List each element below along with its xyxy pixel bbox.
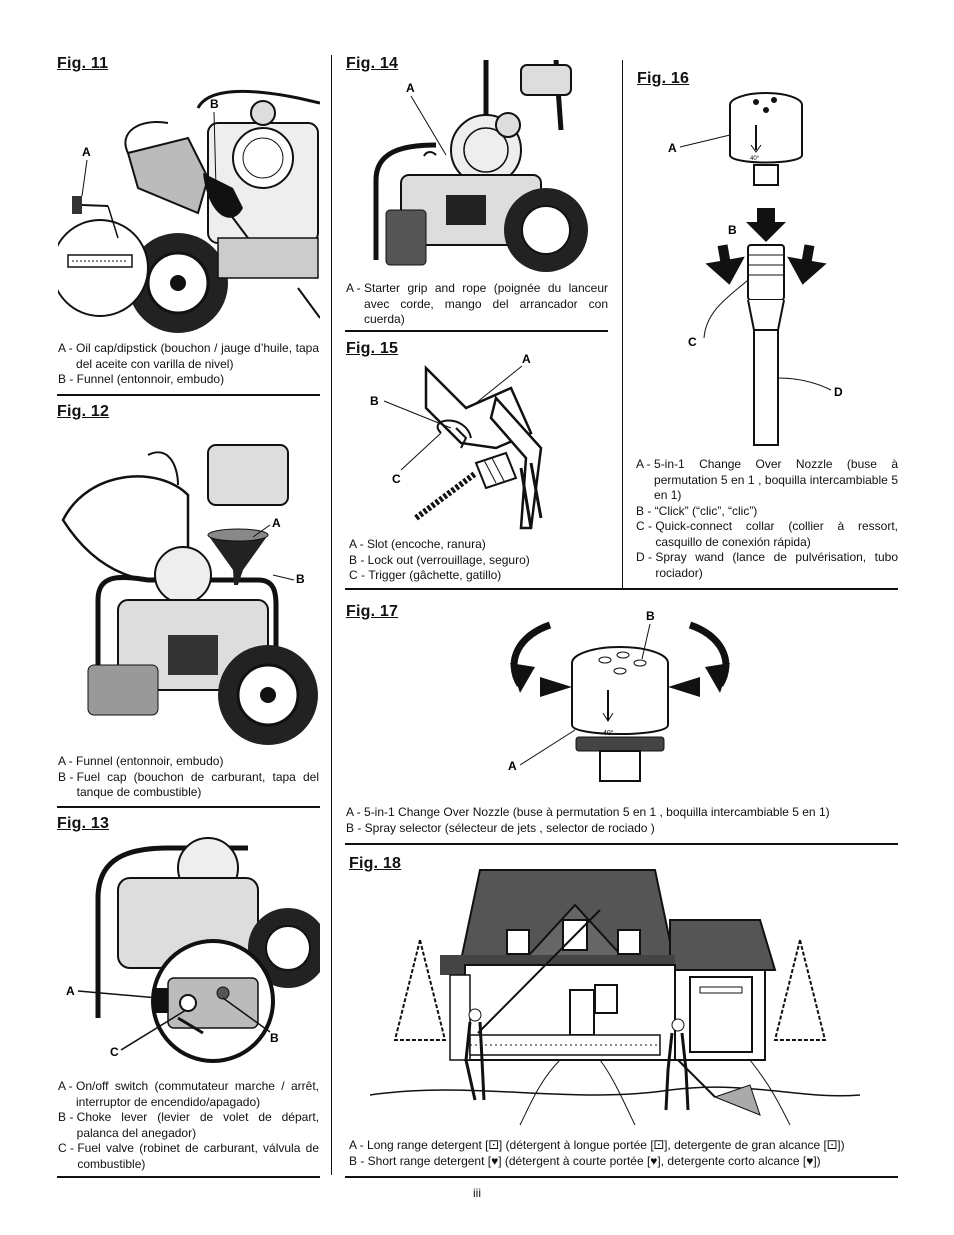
caption-item: A - Starter grip and rope (poignée du la… [346,281,608,326]
fig17-label-b: B [646,609,655,623]
caption-item: B - Lock out (verrouillage, seguro) [349,552,530,567]
divider [57,806,320,808]
divider [345,843,898,845]
fig18-illustration [370,869,860,1126]
caption-item: A - 5-in-1 Change Over Nozzle (buse à pe… [346,805,830,819]
fig11-label-a: A [82,145,91,159]
divider [57,1176,320,1178]
fig17-label-a: A [508,759,517,773]
caption-item: B - Fuel cap (bouchon de carburant, tapa… [58,769,319,800]
fig17-nozzle-mark: 40° [603,729,614,737]
fig16-nozzle-mark: 40° [750,156,760,162]
fig12-illustration: A B [61,444,318,745]
fig17-title: Fig. 17 [346,603,399,620]
caption-item: B - Choke lever (levier de volet de dépa… [58,1110,319,1140]
divider [345,588,898,590]
caption-item: A - Slot (encoche, ranura) [349,537,486,551]
fig16-caption: A - 5-in-1 Change Over Nozzle (buse à pe… [636,457,898,581]
caption-item: B - “Click” (“clic”, “clic”) [636,503,758,518]
fig16-label-a: A [668,141,677,155]
fig15-label-b: B [370,394,379,408]
fig11-illustration: A B [58,90,320,333]
fig16-label-d: D [834,385,843,399]
caption-item: A - Long range detergent [⚀] (détergent … [349,1138,845,1152]
divider [57,394,320,396]
fig11-caption: A - Oil cap/dipstick (bouchon / jauge d’… [58,341,319,388]
fig15-title: Fig. 15 [346,340,399,357]
fig13-label-c: C [110,1045,119,1059]
fig13-label-a: A [66,984,75,998]
fig16-label-c: C [688,335,697,349]
fig11-label-b: B [210,97,219,111]
page-number: iii [473,1186,481,1200]
caption-item: C - Trigger (gâchette, gatillo) [349,568,502,582]
fig14-label-a: A [406,81,415,95]
divider [345,1176,898,1178]
caption-item: A - 5-in-1 Change Over Nozzle (buse à pe… [636,457,898,502]
fig14-illustration: A [373,60,588,272]
fig11-title: Fig. 11 [57,55,109,72]
fig12-label-a: A [272,516,281,530]
fig12-caption: A - Funnel (entonnoir, embudo) B - Fuel … [58,754,319,801]
fig12-title: Fig. 12 [57,403,110,420]
fig13-illustration: A B C [66,837,320,1063]
caption-item: C - Quick-connect collar (collier à ress… [636,519,898,549]
fig14-caption: A - Starter grip and rope (poignée du la… [346,281,608,328]
column-divider [622,60,623,588]
fig16-illustration: 40° A B C D [668,92,843,446]
fig13-title: Fig. 13 [57,815,110,832]
column-divider [331,55,332,1175]
fig15-illustration: A B C [370,352,543,530]
caption-item: B - Spray selector (sélecteur de jets , … [346,820,655,835]
fig13-label-b: B [270,1031,279,1045]
fig12-label-b: B [296,572,305,586]
fig17-illustration: 40° B A [508,609,730,782]
caption-item: A - Oil cap/dipstick (bouchon / jauge d’… [58,341,319,371]
caption-item: A - On/off switch (commutateur marche / … [58,1079,319,1109]
fig15-label-a: A [522,352,531,366]
fig14-title: Fig. 14 [346,55,399,72]
divider [345,330,608,332]
fig18-title: Fig. 18 [349,855,402,872]
fig18-caption: A - Long range detergent [⚀] (détergent … [349,1138,898,1169]
fig15-caption: A - Slot (encoche, ranura) B - Lock out … [349,537,608,584]
fig16-label-b: B [728,223,737,237]
caption-item: B - Funnel (entonnoir, embudo) [58,372,225,386]
fig15-label-c: C [392,472,401,486]
caption-item: A - Funnel (entonnoir, embudo) [58,754,224,768]
fig17-caption: A - 5-in-1 Change Over Nozzle (buse à pe… [346,805,898,836]
caption-item: D - Spray wand (lance de pulvérisation, … [636,550,898,580]
caption-item: B - Short range detergent [♥] (détergent… [349,1153,821,1168]
caption-item: C - Fuel valve (robinet de carburant, vá… [58,1141,319,1171]
fig13-caption: A - On/off switch (commutateur marche / … [58,1079,319,1172]
fig16-title: Fig. 16 [637,70,690,87]
